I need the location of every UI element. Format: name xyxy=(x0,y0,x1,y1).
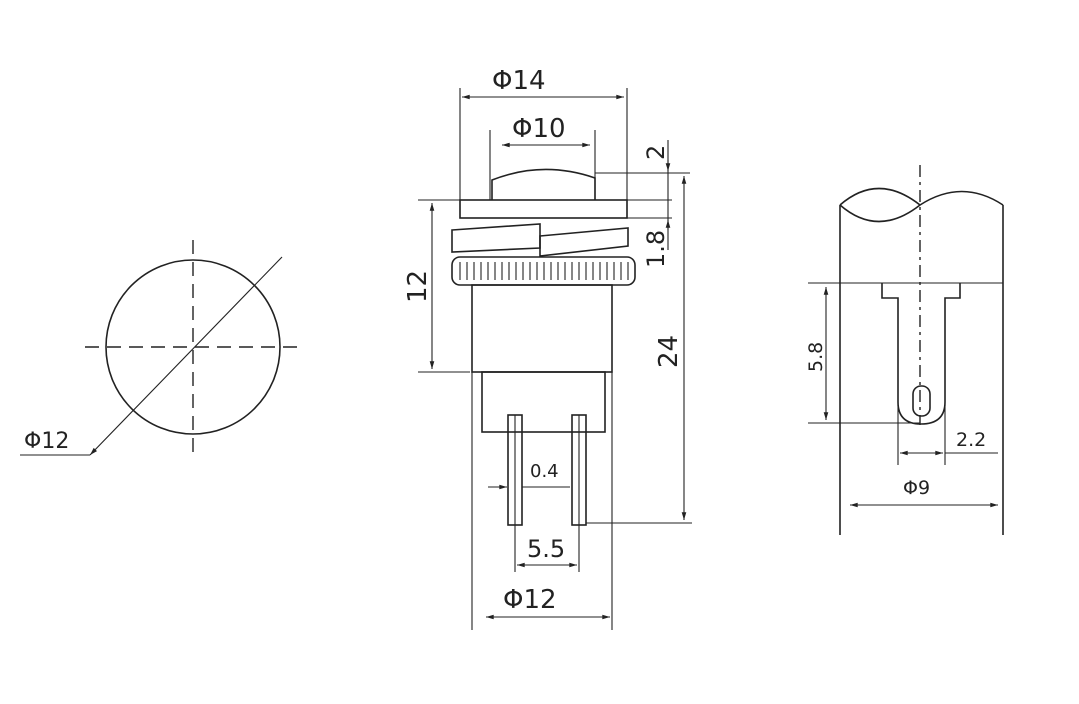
pin-spacing-label: 5.5 xyxy=(527,535,565,563)
pin-thickness-label: 0.4 xyxy=(530,461,559,482)
terminal-length-label: 5.8 xyxy=(805,342,827,372)
terminal-lug xyxy=(881,283,961,425)
nut-thickness-label: 1.8 xyxy=(642,230,670,268)
front-diameter-label: Φ12 xyxy=(24,429,69,454)
thread-left xyxy=(451,223,541,253)
front-view: Φ12 xyxy=(20,240,300,456)
terminal-width-label: 2.2 xyxy=(956,429,986,451)
diameter-leader xyxy=(89,256,283,456)
body-diameter-label: Φ12 xyxy=(503,585,557,615)
flange xyxy=(459,199,628,219)
switch-base xyxy=(481,371,606,433)
break-line xyxy=(839,187,1004,223)
overall-length-label: 24 xyxy=(654,335,684,368)
terminal-hole xyxy=(912,385,931,417)
thread-right xyxy=(539,227,629,257)
button-height-label: 2 xyxy=(642,145,670,160)
front-circle xyxy=(105,259,281,435)
flange-diameter-label: Φ14 xyxy=(492,66,546,96)
side-view: Φ14 Φ10 12 24 2 1. xyxy=(403,66,692,630)
button-diameter-label: Φ10 xyxy=(512,114,566,144)
switch-body xyxy=(471,284,613,373)
button-cap xyxy=(491,168,596,200)
terminal-view: 5.8 2.2 Φ9 xyxy=(805,165,1004,535)
outer-diameter-label: Φ9 xyxy=(903,477,930,499)
body-length-label: 12 xyxy=(403,270,433,303)
